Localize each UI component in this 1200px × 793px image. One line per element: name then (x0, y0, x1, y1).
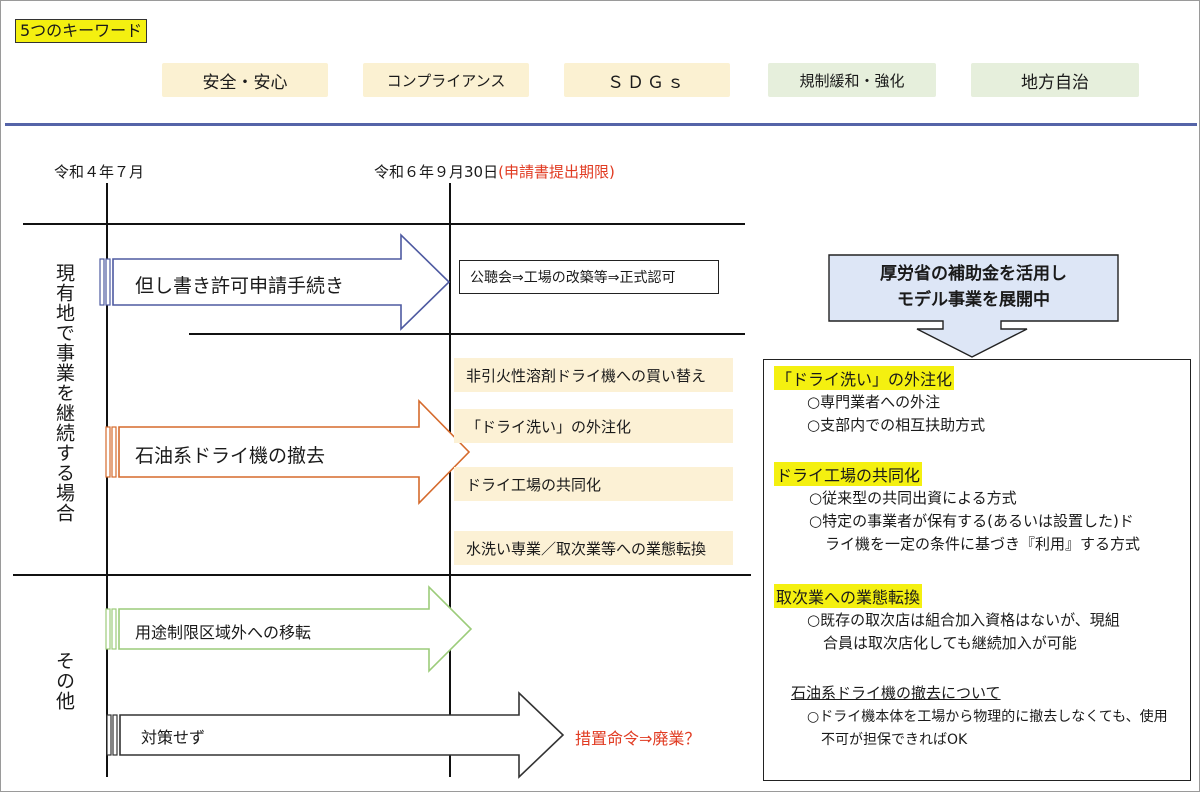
panel-heading-business-change: 取次業への業態転換 (774, 584, 923, 608)
timeline-start: 令和４年７月 (54, 163, 145, 181)
start-vertical-line (106, 183, 108, 777)
model-callout-arrow (828, 254, 1119, 358)
arrow-removal-label: 石油系ドライ機の撤去 (135, 445, 326, 467)
panel-list-business-change: ○既存の取次店は組合加入資格はないが、現組 合員は取次店化しても継続加入が可能 (807, 609, 1120, 655)
arrow-none (106, 691, 565, 779)
section-other-label: その他 (53, 651, 75, 711)
arrow-none-label: 対策せず (141, 728, 206, 747)
model-line-2: モデル事業を展開中 (897, 290, 1050, 310)
arrow-permit (99, 233, 451, 331)
panel-heading-removal: 石油系ドライ機の撤去について (791, 684, 1001, 702)
header-separator (5, 123, 1197, 126)
panel-list-outsourcing: ○専門業者への外注 ○支部内での相互扶助方式 (807, 391, 985, 437)
panel-list-removal: ○ドライ機本体を工場から物理的に撤去しなくても、使用 不可が担保できればOK (807, 706, 1168, 752)
panel-item: 不可が担保できればOK (821, 732, 968, 748)
arrow-removal (105, 399, 471, 505)
section-continue-label: 現有地で事業を継続する場合 (53, 263, 75, 523)
panel-list-shared-plant: ○従来型の共同出資による方式 ○特定の事業者が保有する(あるいは設置した)ド ラ… (809, 487, 1140, 556)
none-outcome: 措置命令⇒廃業？ (575, 729, 701, 748)
deadline-note: (申請書提出期限) (498, 163, 615, 181)
panel-item: 合員は取次店化しても継続加入が可能 (823, 634, 1077, 652)
option-outsourcing: 「ドライ洗い」の外注化 (454, 409, 733, 443)
deadline-vertical-line (449, 183, 451, 777)
panel-item: ○支部内での相互扶助方式 (807, 416, 986, 434)
panel-item: ○従来型の共同出資による方式 (809, 489, 1017, 507)
timeline-deadline: 令和６年９月30日(申請書提出期限) (374, 161, 615, 182)
keyword-sdgs: ＳＤＧｓ (564, 63, 730, 97)
row-mid-line (189, 333, 745, 335)
row-top-line (23, 223, 745, 225)
option-shared-plant: ドライ工場の共同化 (454, 467, 733, 501)
permit-outcome-box: 公聴会⇒工場の改築等⇒正式認可 (459, 260, 719, 294)
panel-item: ライ機を一定の条件に基づき『利用』する方式 (825, 535, 1141, 553)
panel-item: ○ドライ機本体を工場から物理的に撤去しなくても、使用 (807, 709, 1168, 725)
model-line-1: 厚労省の補助金を活用し (880, 264, 1067, 284)
option-nonflammable: 非引火性溶剤ドライ機への買い替え (454, 358, 733, 392)
panel-item: ○既存の取次店は組合加入資格はないが、現組 (807, 611, 1120, 629)
arrow-relocate (105, 585, 473, 673)
panel-heading-shared-plant: ドライ工場の共同化 (774, 462, 923, 486)
keyword-compliance: コンプライアンス (363, 63, 529, 97)
keyword-anzen: 安全・安心 (162, 63, 328, 97)
keyword-deregulation: 規制緩和・強化 (768, 63, 936, 97)
right-panel (763, 359, 1191, 781)
arrow-permit-label: 但し書き許可申請手続き (135, 275, 345, 297)
section-divider-line (13, 574, 751, 576)
model-callout: 厚労省の補助金を活用し モデル事業を展開中 (829, 261, 1118, 313)
arrow-relocate-label: 用途制限区域外への移転 (135, 623, 312, 642)
keyword-local-government: 地方自治 (971, 63, 1139, 97)
deadline-date: 令和６年９月30日 (374, 163, 499, 181)
panel-item: ○特定の事業者が保有する(あるいは設置した)ド (809, 512, 1134, 530)
option-business-change: 水洗い専業／取次業等への業態転換 (454, 531, 733, 565)
keywords-title: 5つのキーワード (15, 19, 148, 43)
panel-heading-outsourcing: 「ドライ洗い」の外注化 (774, 366, 955, 390)
panel-item: ○専門業者への外注 (807, 393, 941, 411)
